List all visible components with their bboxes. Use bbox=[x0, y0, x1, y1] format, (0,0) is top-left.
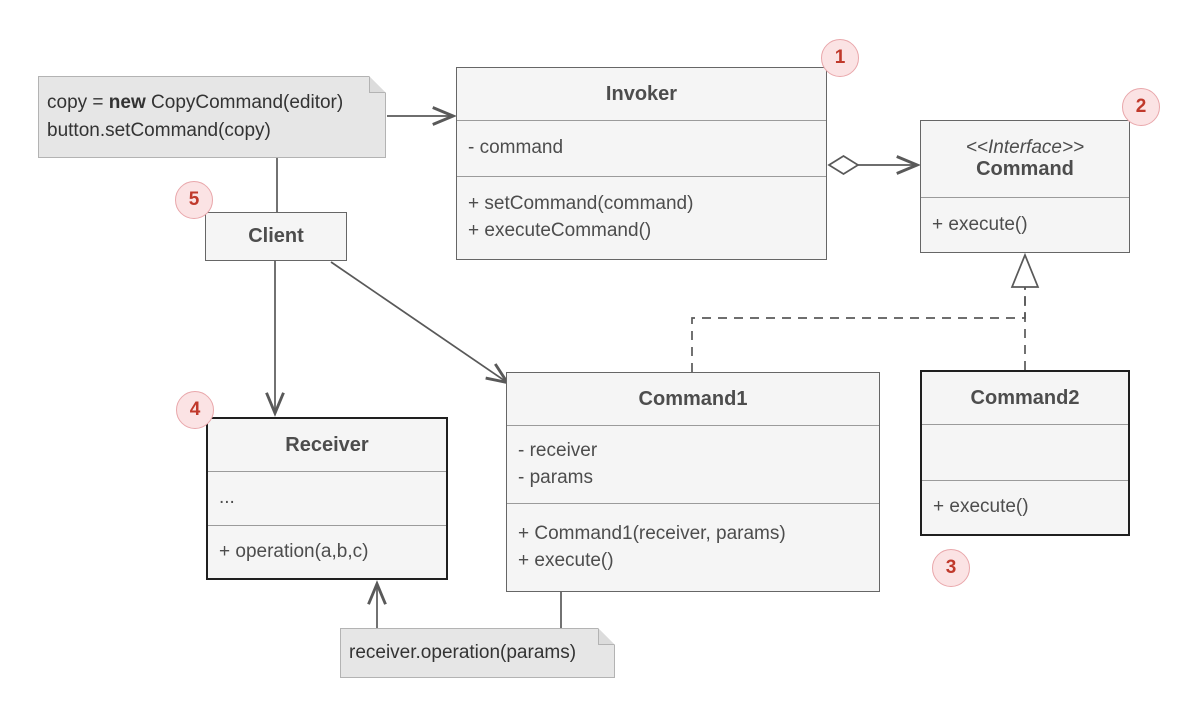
badge-4[interactable]: 4 bbox=[176, 391, 214, 429]
note-receiver-call-line-1: receiver.operation(params) bbox=[349, 642, 577, 664]
connector-command1-to-command bbox=[691, 287, 1026, 372]
command-class-name: Command bbox=[976, 158, 1074, 181]
command-stereotype: <<Interface>> bbox=[965, 136, 1085, 158]
note-receiver-call: receiver.operation(params) bbox=[340, 628, 615, 678]
receiver-operations-compartment: + operation(a,b,c) bbox=[208, 525, 446, 578]
badge-1[interactable]: 1 bbox=[821, 39, 859, 77]
receiver-title-compartment: Receiver bbox=[208, 419, 446, 471]
command1-class-name: Command1 bbox=[638, 387, 748, 410]
class-box-client[interactable]: Client bbox=[205, 212, 347, 261]
note-client-code: copy = new CopyCommand(editor) button.se… bbox=[38, 76, 386, 158]
command1-operation-0: + Command1(receiver, params) bbox=[518, 522, 786, 544]
command-operation-0: + execute() bbox=[932, 213, 1028, 235]
receiver-class-name: Receiver bbox=[285, 433, 369, 456]
command1-title-compartment: Command1 bbox=[507, 373, 879, 425]
invoker-attribute-0: - command bbox=[468, 137, 564, 159]
command-title-compartment: <<Interface>> Command bbox=[921, 121, 1129, 197]
receiver-attributes-compartment: ... bbox=[208, 471, 446, 525]
command2-operation-0: + execute() bbox=[933, 496, 1029, 518]
command1-attribute-1: - params bbox=[518, 466, 593, 488]
class-box-invoker[interactable]: Invoker - command + setCommand(command) … bbox=[456, 67, 827, 260]
invoker-attributes-compartment: - command bbox=[457, 120, 826, 176]
command2-title-compartment: Command2 bbox=[922, 372, 1128, 424]
command1-operation-1: + execute() bbox=[518, 549, 614, 571]
realization-triangle-icon bbox=[1010, 252, 1040, 288]
note-line1-suffix: CopyCommand(editor) bbox=[145, 92, 344, 114]
invoker-title-compartment: Invoker bbox=[457, 68, 826, 120]
badge-2[interactable]: 2 bbox=[1122, 88, 1160, 126]
client-title-compartment: Client bbox=[206, 213, 346, 260]
badge-5[interactable]: 5 bbox=[175, 181, 213, 219]
command1-operations-compartment: + Command1(receiver, params) + execute() bbox=[507, 503, 879, 591]
class-box-command[interactable]: <<Interface>> Command + execute() bbox=[920, 120, 1130, 253]
badge-3[interactable]: 3 bbox=[932, 549, 970, 587]
receiver-operation-0: + operation(a,b,c) bbox=[219, 540, 369, 562]
note-client-code-line-2: button.setCommand(copy) bbox=[47, 120, 271, 141]
class-box-command1[interactable]: Command1 - receiver - params + Command1(… bbox=[506, 372, 880, 592]
connector-client-to-command1 bbox=[330, 261, 511, 385]
invoker-class-name: Invoker bbox=[605, 82, 678, 105]
invoker-operation-1: + executeCommand() bbox=[468, 220, 652, 241]
invoker-operations-compartment: + setCommand(command) + executeCommand() bbox=[457, 176, 826, 259]
client-class-name: Client bbox=[248, 225, 304, 247]
command1-attribute-0: - receiver bbox=[518, 439, 598, 461]
receiver-attribute-0: ... bbox=[219, 487, 235, 509]
command2-attributes-compartment bbox=[922, 424, 1128, 480]
note-line1-prefix: copy = bbox=[47, 92, 109, 114]
command2-class-name: Command2 bbox=[970, 386, 1080, 409]
command2-operations-compartment: + execute() bbox=[922, 480, 1128, 534]
aggregation-diamond-icon bbox=[827, 154, 860, 176]
note-client-code-line-1: copy = new CopyCommand(editor) bbox=[47, 89, 385, 117]
class-box-command2[interactable]: Command2 + execute() bbox=[920, 370, 1130, 536]
note-line1-keyword: new bbox=[108, 92, 146, 114]
command-operations-compartment: + execute() bbox=[921, 197, 1129, 252]
command1-attributes-compartment: - receiver - params bbox=[507, 425, 879, 503]
class-box-receiver[interactable]: Receiver ... + operation(a,b,c) bbox=[206, 417, 448, 580]
invoker-operation-0: + setCommand(command) bbox=[468, 193, 694, 215]
